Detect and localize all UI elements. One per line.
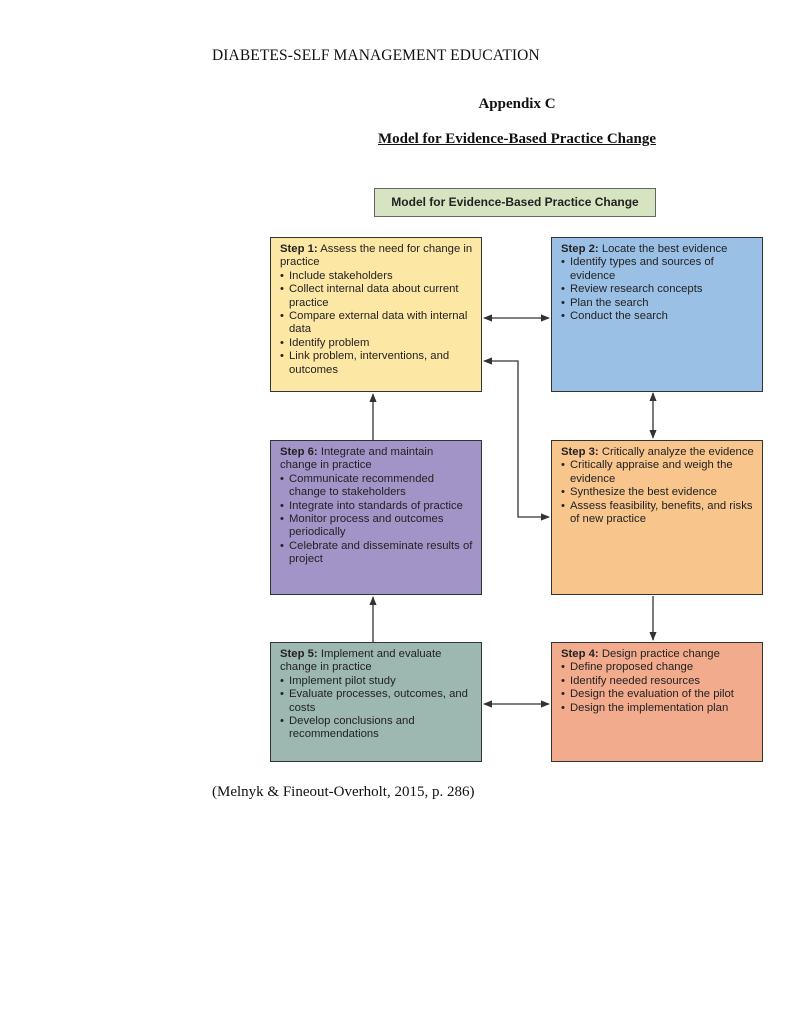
step-item: Identify types and sources of evidence	[561, 256, 754, 283]
appendix-heading: Appendix C	[478, 96, 556, 112]
step-label: Step 2:	[561, 243, 599, 255]
step-title: Critically analyze the evidence	[601, 446, 754, 458]
page-title: Model for Evidence-Based Practice Change	[0, 131, 800, 148]
step-heading: Step 5: Implement and evaluate change in…	[280, 648, 473, 675]
step-item-list: Identify types and sources of evidenceRe…	[561, 256, 754, 323]
step-item: Monitor process and outcomes periodicall…	[280, 513, 473, 540]
step-title: Implement and evaluate change in practic…	[280, 648, 442, 674]
step-3-box: Step 3: Critically analyze the evidenceC…	[551, 440, 763, 595]
step-4-box: Step 4: Design practice changeDefine pro…	[551, 642, 763, 762]
step-item: Review research concepts	[561, 283, 754, 297]
step-item: Identify problem	[280, 337, 473, 351]
step-item: Celebrate and disseminate results of pro…	[280, 540, 473, 567]
step-title: Design practice change	[601, 648, 720, 660]
step-label: Step 6:	[280, 446, 318, 458]
step-item: Compare external data with internal data	[280, 310, 473, 337]
step-item: Develop conclusions and recommendations	[280, 715, 473, 742]
step-title: Integrate and maintain change in practic…	[280, 446, 434, 472]
step-title: Assess the need for change in practice	[280, 243, 473, 269]
step-heading: Step 2: Locate the best evidence	[561, 243, 754, 256]
step-label: Step 1:	[280, 243, 318, 255]
model-label: Model for Evidence-Based Practice Change	[374, 188, 656, 217]
step-item-list: Define proposed changeIdentify needed re…	[561, 661, 754, 715]
step-2-box: Step 2: Locate the best evidenceIdentify…	[551, 237, 763, 392]
step-5-box: Step 5: Implement and evaluate change in…	[270, 642, 482, 762]
step-item-list: Communicate recommended change to stakeh…	[280, 473, 473, 567]
step-item: Include stakeholders	[280, 270, 473, 284]
running-head: DIABETES-SELF MANAGEMENT EDUCATION	[212, 47, 540, 64]
step-label: Step 5:	[280, 648, 318, 660]
step-item: Communicate recommended change to stakeh…	[280, 473, 473, 500]
step-item: Integrate into standards of practice	[280, 500, 473, 514]
step-item: Synthesize the best evidence	[561, 486, 754, 500]
citation: (Melnyk & Fineout-Overholt, 2015, p. 286…	[212, 784, 475, 800]
step-item: Assess feasibility, benefits, and risks …	[561, 500, 754, 527]
step-item: Define proposed change	[561, 661, 754, 675]
step-item: Conduct the search	[561, 310, 754, 324]
step-item: Plan the search	[561, 297, 754, 311]
step-label: Step 4:	[561, 648, 599, 660]
step-6-box: Step 6: Integrate and maintain change in…	[270, 440, 482, 595]
step-item: Critically appraise and weigh the eviden…	[561, 459, 754, 486]
step-item: Collect internal data about current prac…	[280, 283, 473, 310]
step-title: Locate the best evidence	[601, 243, 728, 255]
page-title-text: Model for Evidence-Based Practice Change	[377, 131, 656, 147]
step-item: Evaluate processes, outcomes, and costs	[280, 688, 473, 715]
step-item: Design the implementation plan	[561, 702, 754, 716]
step-item: Implement pilot study	[280, 675, 473, 689]
step-1-box: Step 1: Assess the need for change in pr…	[270, 237, 482, 392]
step-heading: Step 4: Design practice change	[561, 648, 754, 661]
step-item: Identify needed resources	[561, 675, 754, 689]
step-heading: Step 6: Integrate and maintain change in…	[280, 446, 473, 473]
step-heading: Step 3: Critically analyze the evidence	[561, 446, 754, 459]
step-item: Link problem, interventions, and outcome…	[280, 350, 473, 377]
step-item-list: Critically appraise and weigh the eviden…	[561, 459, 754, 526]
step-label: Step 3:	[561, 446, 599, 458]
step-item-list: Implement pilot studyEvaluate processes,…	[280, 675, 473, 742]
step-heading: Step 1: Assess the need for change in pr…	[280, 243, 473, 270]
step-item: Design the evaluation of the pilot	[561, 688, 754, 702]
arrow-step3-step1	[483, 357, 550, 521]
step-item-list: Include stakeholdersCollect internal dat…	[280, 270, 473, 377]
